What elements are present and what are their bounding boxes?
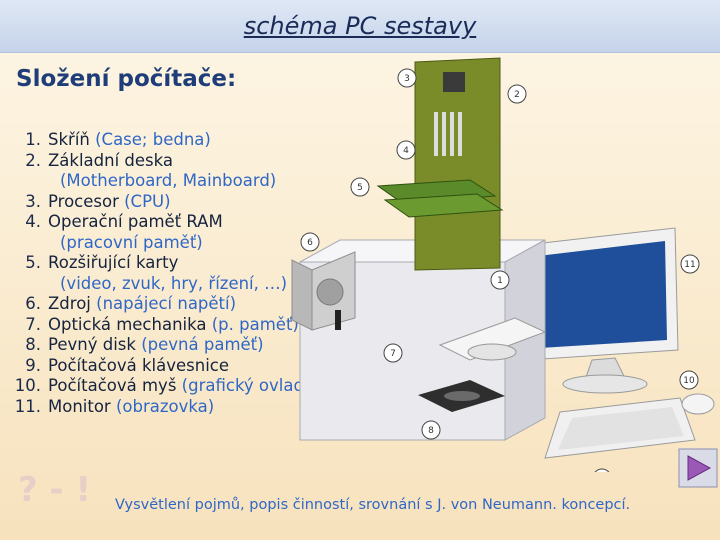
callout-2: 2: [508, 85, 526, 103]
keyboard-illustration: [545, 398, 695, 458]
footer-note: Vysvětlení pojmů, popis činností, srovná…: [115, 497, 630, 513]
svg-text:11: 11: [684, 260, 695, 270]
pc-diagram: 1 2 3 4 5 6 7 8 9 10 11: [280, 52, 720, 472]
callout-6: 6: [301, 233, 319, 251]
callout-8: 8: [422, 421, 440, 439]
svg-text:10: 10: [683, 376, 695, 386]
callout-4: 4: [397, 141, 415, 159]
svg-text:1: 1: [497, 276, 503, 286]
section-heading: Složení počítače:: [16, 66, 236, 92]
svg-text:7: 7: [390, 349, 396, 359]
svg-text:5: 5: [357, 183, 363, 193]
callout-11: 11: [681, 255, 699, 273]
next-slide-button[interactable]: [678, 448, 718, 488]
svg-text:8: 8: [428, 426, 434, 436]
decorative-mark: ? - !: [18, 470, 91, 510]
callout-9: 9: [593, 469, 611, 472]
svg-text:4: 4: [403, 146, 409, 156]
motherboard-illustration: [415, 58, 500, 270]
callout-3: 3: [398, 69, 416, 87]
svg-text:3: 3: [404, 74, 410, 84]
mouse-illustration: [682, 394, 714, 414]
callout-7: 7: [384, 344, 402, 362]
callout-1: 1: [491, 271, 509, 289]
svg-text:6: 6: [307, 238, 313, 248]
callout-5: 5: [351, 178, 369, 196]
callout-10: 10: [680, 371, 698, 389]
monitor-illustration: [525, 228, 678, 393]
page-title: schéma PC sestavy: [0, 12, 720, 40]
svg-text:2: 2: [514, 90, 520, 100]
